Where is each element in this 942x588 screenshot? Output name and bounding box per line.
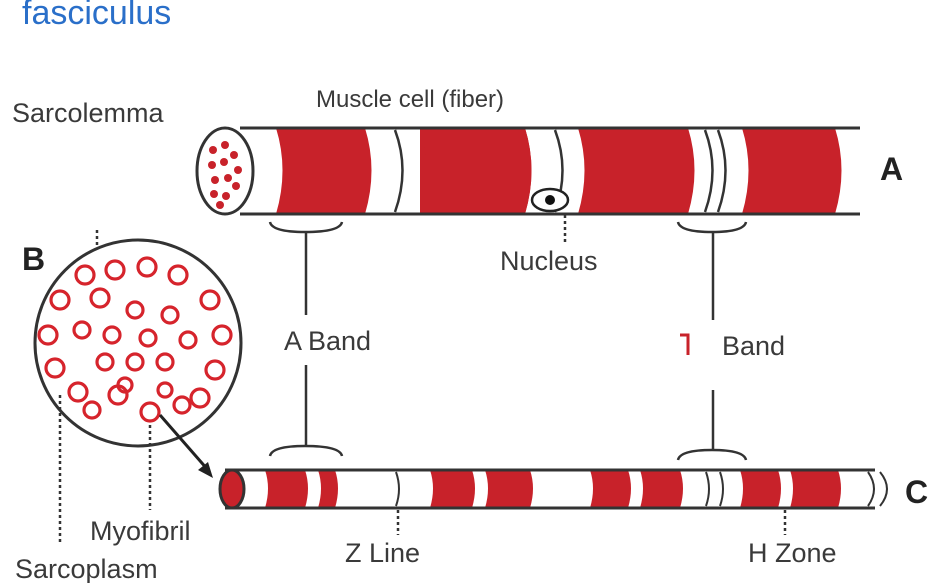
a-band-label: A Band [284,326,371,356]
h-zone-label: H Zone [748,538,837,568]
sarcoplasm-label: Sarcoplasm [15,554,158,583]
fiber-a-cut-end [197,128,253,214]
myofibril-c [220,470,887,508]
panel-letter-b: B [22,241,45,277]
panel-letter-c: C [905,474,928,510]
i-band-label: Band [722,331,785,361]
myofibril-label: Myofibril [90,516,191,546]
muscle-fiber-a [90,128,860,214]
nucleus-label: Nucleus [500,246,598,276]
panel-letter-a: A [880,151,903,187]
page-title: fasciculus [22,0,171,32]
muscle-cell-label: Muscle cell (fiber) [316,86,504,113]
z-line-label: Z Line [345,538,420,568]
sarcolemma-label: Sarcolemma [12,98,165,128]
myofibril-c-bands [265,470,841,508]
